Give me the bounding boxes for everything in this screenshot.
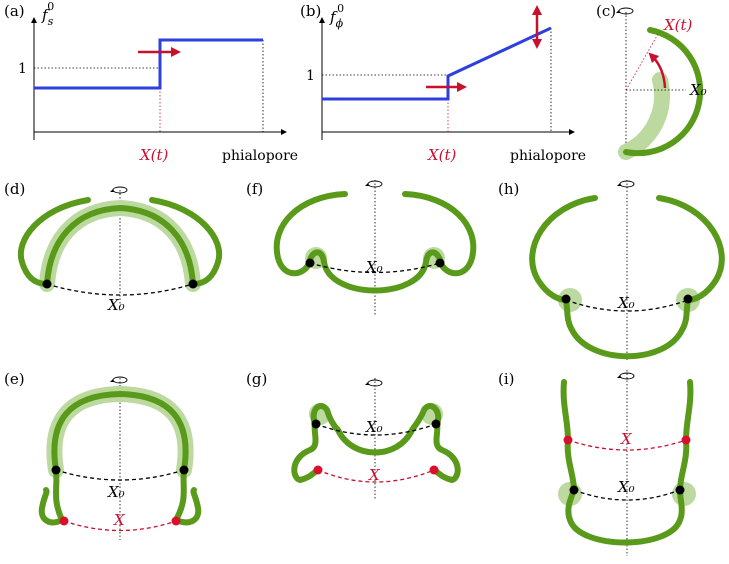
panel-d-right-shell [149, 197, 223, 287]
panel-h-node-right [683, 294, 693, 304]
panel-b-curve [322, 26, 552, 101]
panel-e-x0: X₀ [107, 483, 125, 501]
panel-c: (c) X(t) X₀ [596, 2, 707, 160]
rotation-arrow-icon [110, 186, 128, 194]
panel-e-red-node-right [171, 516, 181, 526]
panel-d-left-shell [17, 197, 91, 287]
panel-c-angle-line [625, 33, 659, 91]
panel-f-x0: X₀ [365, 258, 383, 276]
panel-a: (a) fs 0 1 X(t) phialopore [4, 0, 298, 164]
panel-f-node-right [435, 258, 445, 268]
panel-i-membrane [560, 379, 694, 546]
panel-d: (d) X₀ [4, 180, 223, 314]
panel-e-x0-line [55, 469, 185, 481]
panel-a-ylabel-sub: s [48, 15, 54, 28]
panel-i-x0: X₀ [617, 478, 635, 496]
panel-a-label: (a) [4, 2, 25, 20]
panel-g: (g) X₀ X [246, 370, 461, 500]
panel-e-node-right [179, 465, 189, 475]
panel-d-node-left [42, 279, 52, 289]
rotation-arrow-icon [616, 7, 634, 15]
panel-i-x: X [620, 430, 633, 448]
panel-g-top [310, 403, 442, 456]
panel-f: (f) X₀ [246, 180, 477, 316]
panel-c-x-marker: X(t) [663, 16, 693, 34]
panel-i-label: (i) [498, 370, 515, 388]
rotation-arrow-icon [365, 379, 383, 387]
panel-d-x0-line [46, 283, 194, 296]
panel-b-label: (b) [300, 2, 321, 20]
panel-h-membrane [529, 195, 725, 360]
curved-arrow-icon [648, 52, 667, 89]
panel-e-node-left [51, 465, 61, 475]
panel-h-x0: X₀ [617, 294, 635, 312]
panel-i-node-right [675, 485, 685, 495]
panel-h-x0-line [565, 299, 689, 312]
panel-g-x0: X₀ [365, 418, 383, 436]
panel-f-label: (f) [246, 180, 263, 198]
panel-a-tick-1: 1 [18, 61, 27, 77]
panel-d-label: (d) [4, 180, 25, 198]
panel-f-membrane [273, 191, 477, 294]
panel-c-membrane [623, 27, 704, 157]
panel-e-label: (e) [4, 370, 25, 388]
panel-f-x0-line [309, 262, 441, 274]
panel-i-node-left [569, 485, 579, 495]
panel-g-red-node-right [429, 465, 439, 475]
panel-e: (e) X₀ X [4, 370, 202, 540]
panel-e-x-line [63, 520, 177, 532]
panel-c-label: (c) [596, 2, 616, 20]
panel-g-x: X [368, 466, 381, 484]
panel-i-red-node-left [563, 435, 573, 445]
panel-h-label: (h) [498, 180, 519, 198]
panel-i-red-node-right [681, 435, 691, 445]
panel-g-node-left [311, 419, 321, 429]
panel-b-tick-1: 1 [306, 68, 315, 84]
panel-b-ylabel-sup: 0 [337, 2, 344, 15]
panel-e-left-lip [38, 467, 65, 526]
panel-g-node-right [431, 419, 441, 429]
panel-h-node-left [561, 294, 571, 304]
panel-g-right-lip [431, 421, 461, 483]
panel-e-x: X [113, 511, 126, 529]
panel-d-node-right [188, 279, 198, 289]
panel-d-inner-layer [44, 205, 196, 287]
rotation-arrow-icon [365, 180, 383, 188]
panel-b-x-marker: X(t) [427, 146, 457, 164]
panel-i-x-line [567, 439, 687, 451]
panel-g-x-line [317, 469, 435, 483]
panel-b: (b) fϕ 0 1 X(t) phialopore [300, 2, 586, 164]
panel-c-x0: X₀ [689, 81, 707, 99]
panel-g-red-node-left [313, 465, 323, 475]
panel-g-left-lip [291, 421, 321, 483]
panel-e-right-lip [173, 467, 202, 526]
panel-b-ylabel-base: f [329, 8, 338, 26]
panel-a-ylabel: fs 0 [41, 0, 54, 28]
panel-b-x-end: phialopore [510, 148, 586, 164]
panel-a-ylabel-sup: 0 [47, 0, 54, 13]
panel-b-ylabel: fϕ 0 [329, 2, 344, 30]
panel-i: (i) X X₀ [498, 370, 696, 556]
panel-h: (h) X₀ [498, 180, 725, 362]
panel-g-x0-line [315, 423, 437, 436]
panel-f-node-left [305, 258, 315, 268]
rotation-arrow-icon [617, 372, 635, 380]
rotation-arrow-icon [617, 180, 635, 188]
panel-d-x0: X₀ [107, 296, 125, 314]
panel-c-halo [618, 72, 670, 160]
rotation-arrow-icon [110, 376, 128, 384]
panel-e-red-node-left [59, 516, 69, 526]
panel-b-ylabel-sub: ϕ [336, 17, 344, 30]
panel-a-ylabel-base: f [41, 6, 50, 24]
panel-a-x-marker: X(t) [139, 146, 169, 164]
panel-g-label: (g) [246, 370, 267, 388]
panel-a-x-end: phialopore [222, 148, 298, 164]
panel-a-curve [34, 38, 263, 90]
panel-e-cap [51, 391, 189, 473]
